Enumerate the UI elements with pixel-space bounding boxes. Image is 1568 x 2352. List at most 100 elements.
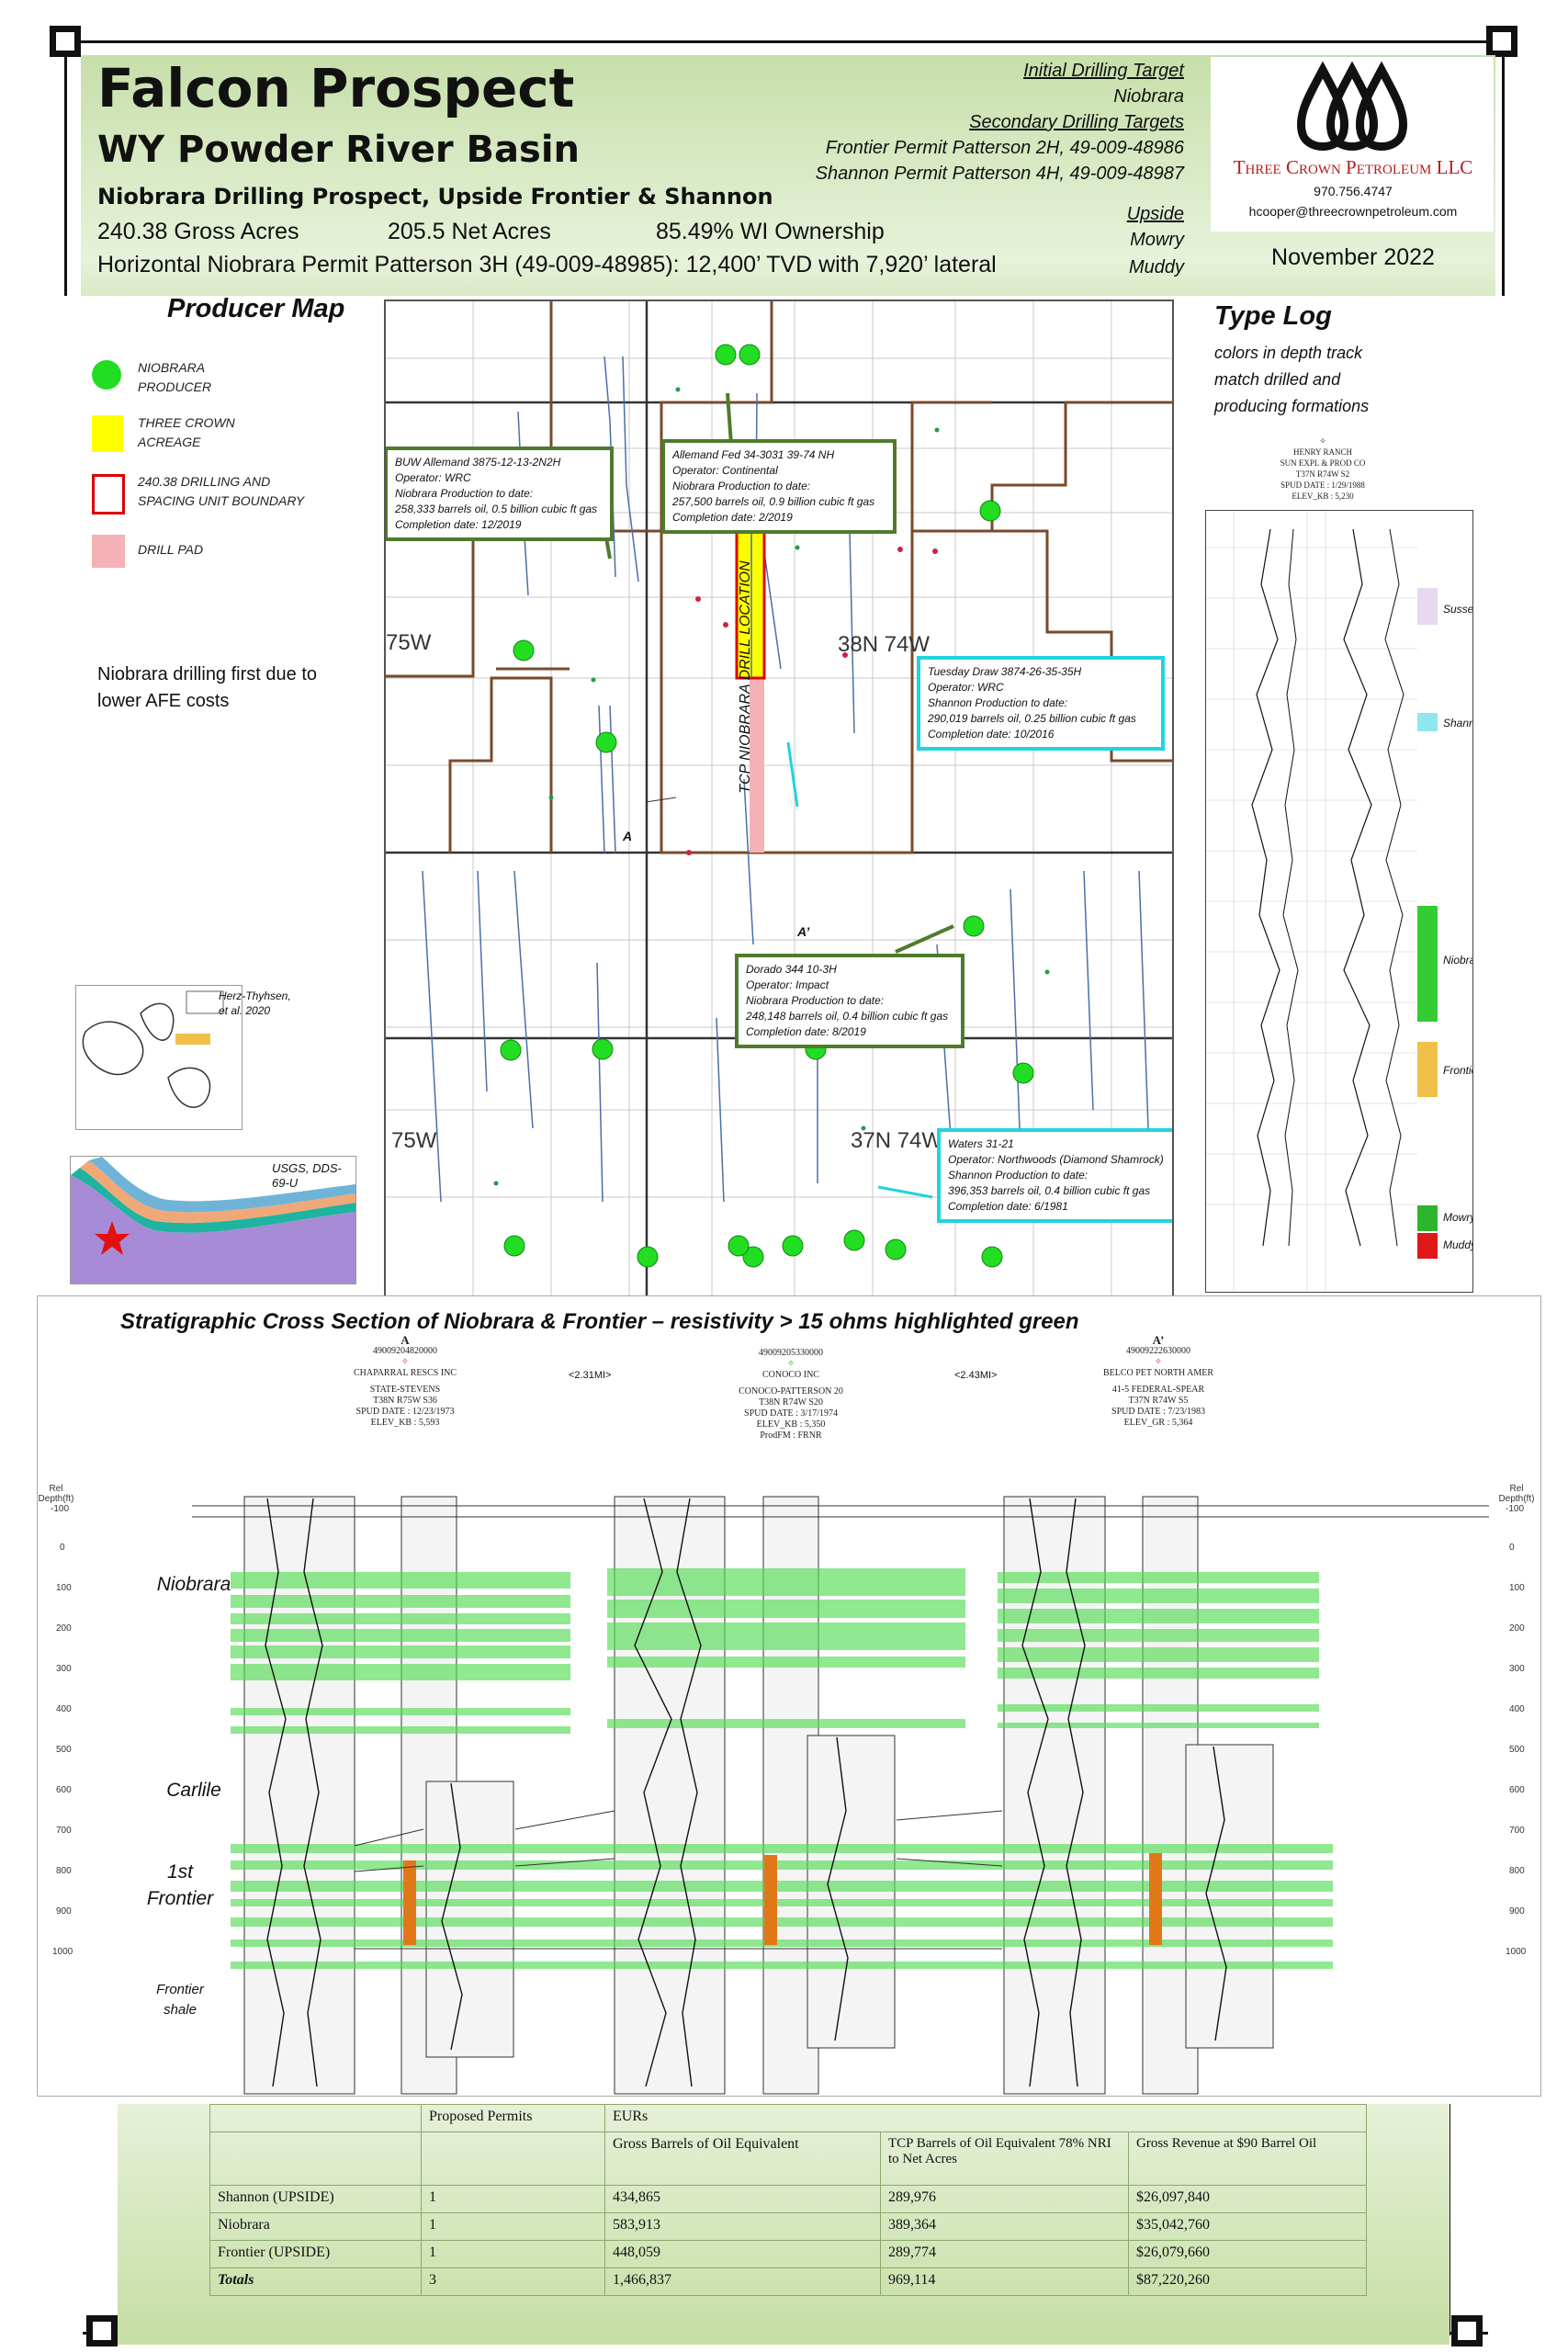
well-name: 41-5 FEDERAL-SPEAR [1111, 1385, 1205, 1395]
type-log-desc-3: producing formations [1214, 397, 1370, 415]
well-elev: ELEV_KB : 5,593 [370, 1418, 440, 1428]
well-operator: BELCO PET NORTH AMER [1102, 1368, 1214, 1378]
well-symbol-icon: ✧ [1154, 1357, 1163, 1367]
table-header-row: Proposed Permits EURs [209, 2104, 1367, 2132]
corner-tr [1486, 26, 1517, 57]
table-row: Frontier (UPSIDE) 1 448,059 289,774 $26,… [209, 2240, 1367, 2268]
depth-tick-right: 300 [1509, 1664, 1525, 1674]
callout-line: 257,500 barrels oil, 0.9 billion cubic f… [672, 495, 875, 508]
producer-map-title: Producer Map [167, 294, 345, 323]
township-75w-north: 75W [386, 630, 432, 655]
depth-tick: 100 [56, 1583, 72, 1593]
callout-line: Operator: WRC [395, 471, 471, 484]
well-spud: SPUD DATE : 3/17/1974 [744, 1408, 838, 1419]
well-spud: SPUD DATE : 7/23/1983 [1111, 1407, 1205, 1417]
upside-label: Upside [1126, 204, 1184, 224]
depth-header-left: Rel Depth(ft) [38, 1484, 74, 1504]
wi-ownership: 85.49% WI Ownership [656, 219, 885, 244]
well-line: HENRY RANCH [1293, 447, 1352, 457]
row-gross: 434,865 [604, 2185, 881, 2213]
depth-tick-right: 900 [1509, 1906, 1525, 1917]
distance-a-b: <2.31MI> [569, 1370, 612, 1381]
frame-right [1502, 40, 1505, 296]
callout-line: Niobrara Production to date: [746, 994, 885, 1007]
basin-inset-map [75, 985, 243, 1130]
initial-target: Niobrara [1113, 86, 1184, 107]
row-tcp: 389,364 [880, 2212, 1129, 2241]
page-subtitle: WY Powder River Basin [97, 129, 581, 171]
well-location: T38N R75W S36 [373, 1396, 437, 1406]
depth-tick: 200 [56, 1623, 72, 1634]
totals-rev: $87,220,260 [1128, 2267, 1367, 2296]
row-permits: 1 [421, 2212, 605, 2241]
legend-label: DRILL PAD [138, 542, 204, 557]
type-log-well-header: ✧ HENRY RANCH SUN EXPL & PROD CO T37N R7… [1231, 435, 1415, 502]
totals-gross: 1,466,837 [604, 2267, 881, 2296]
callout-tuesday-draw: Tuesday Draw 3874-26-35-35H Operator: WR… [917, 656, 1165, 751]
type-log-desc-1: colors in depth track [1214, 344, 1363, 362]
callout-line: Operator: Impact [746, 978, 829, 991]
inset2-credit: USGS, DDS-69-U [272, 1161, 342, 1190]
well-line: SPUD DATE : 1/29/1988 [1280, 481, 1365, 490]
type-log-desc-2: match drilled and [1214, 370, 1341, 389]
company-phone: 970.756.4747 [1314, 184, 1393, 198]
callout-line: Completion date: 6/1981 [948, 1200, 1068, 1213]
callout-dorado: Dorado 344 10-3H Operator: Impact Niobra… [735, 954, 964, 1048]
township-38n-74w: 38N 74W [838, 632, 931, 657]
well-prodfm: ProdFM : FRNR [760, 1430, 822, 1441]
cross-section-title: Stratigraphic Cross Section of Niobrara … [120, 1309, 1079, 1334]
type-log-label-niobrara: Niobrara [1443, 954, 1472, 967]
callout-line: 258,333 barrels oil, 0.5 billion cubic f… [395, 503, 598, 515]
drilling-note: Niobrara drilling first due to lower AFE… [97, 664, 317, 711]
table-row: Niobrara 1 583,913 389,364 $35,042,760 [209, 2212, 1367, 2241]
type-log-label-sussex: Sussex [1443, 603, 1473, 616]
row-gross: 448,059 [604, 2240, 881, 2268]
callout-line: Allemand Fed 34-3031 39-74 NH [672, 448, 835, 461]
depth-tick-right: 100 [1509, 1583, 1525, 1593]
type-log-strip: Sussex Shannon Niobrara Frontier Mowry M… [1205, 510, 1473, 1293]
callout-line: Completion date: 2/2019 [672, 511, 793, 524]
depth-band-frontier [1417, 1042, 1438, 1097]
depth-tick-right: 800 [1509, 1866, 1525, 1876]
cross-section-logs [192, 1496, 1489, 2095]
three-crown-logo-icon [1297, 61, 1407, 151]
distance-b-a-prime: <2.43MI> [954, 1370, 998, 1381]
basin-outline-icon [82, 990, 224, 1108]
depth-tick: 800 [56, 1866, 72, 1876]
net-acres: 205.5 Net Acres [388, 219, 551, 244]
well-header-b: 49009205330000 ✧ CONOCO INC CONOCO-PATTE… [699, 1348, 883, 1442]
callout-line: Operator: Northwoods (Diamond Shamrock) [948, 1153, 1164, 1166]
frame-left [64, 40, 67, 296]
table-header-permits: Proposed Permits [421, 2104, 605, 2132]
frame-top [64, 40, 1505, 43]
well-operator: CHAPARRAL RESCS INC [353, 1368, 457, 1378]
callout-line: Shannon Production to date: [948, 1169, 1089, 1182]
table-header-tcp: TCP Barrels of Oil Equivalent 78% NRI to… [880, 2132, 1129, 2186]
row-rev: $26,079,660 [1128, 2240, 1367, 2268]
depth-tick-right: 600 [1509, 1785, 1525, 1795]
depth-band-niobrara [1417, 906, 1438, 1022]
tagline: Niobrara Drilling Prospect, Upside Front… [97, 184, 773, 209]
table-header-rev: Gross Revenue at $90 Barrel Oil [1128, 2132, 1367, 2186]
table-totals-row: Totals 3 1,466,837 969,114 $87,220,260 [209, 2267, 1367, 2296]
row-tcp: 289,774 [880, 2240, 1129, 2268]
usgs-cross-section-inset [70, 1156, 356, 1284]
corner-tl [50, 26, 81, 57]
eur-table: Proposed Permits EURs Gross Barrels of O… [209, 2104, 1367, 2296]
well-location: T37N R74W S5 [1128, 1396, 1189, 1406]
table-subheader-row: Gross Barrels of Oil Equivalent TCP Barr… [209, 2132, 1367, 2186]
callout-line: Niobrara Production to date: [672, 480, 811, 492]
callout-line: Tuesday Draw 3874-26-35-35H [928, 665, 1082, 678]
row-rev: $35,042,760 [1128, 2212, 1367, 2241]
row-gross: 583,913 [604, 2212, 881, 2241]
callout-line: Completion date: 10/2016 [928, 728, 1055, 741]
callout-line: Dorado 344 10-3H [746, 963, 837, 976]
gross-acres: 240.38 Gross Acres [97, 219, 299, 244]
formation-label-carlile: Carlile [166, 1780, 221, 1801]
drill-location-label: TCP NIOBRARA DRILL LOCATION [738, 560, 753, 794]
depth-tick: 600 [56, 1785, 72, 1795]
callout-line: Niobrara Production to date: [395, 487, 534, 500]
type-log-label-frontier: Frontier [1443, 1064, 1472, 1077]
callout-line: Operator: WRC [928, 681, 1004, 694]
row-permits: 1 [421, 2240, 605, 2268]
